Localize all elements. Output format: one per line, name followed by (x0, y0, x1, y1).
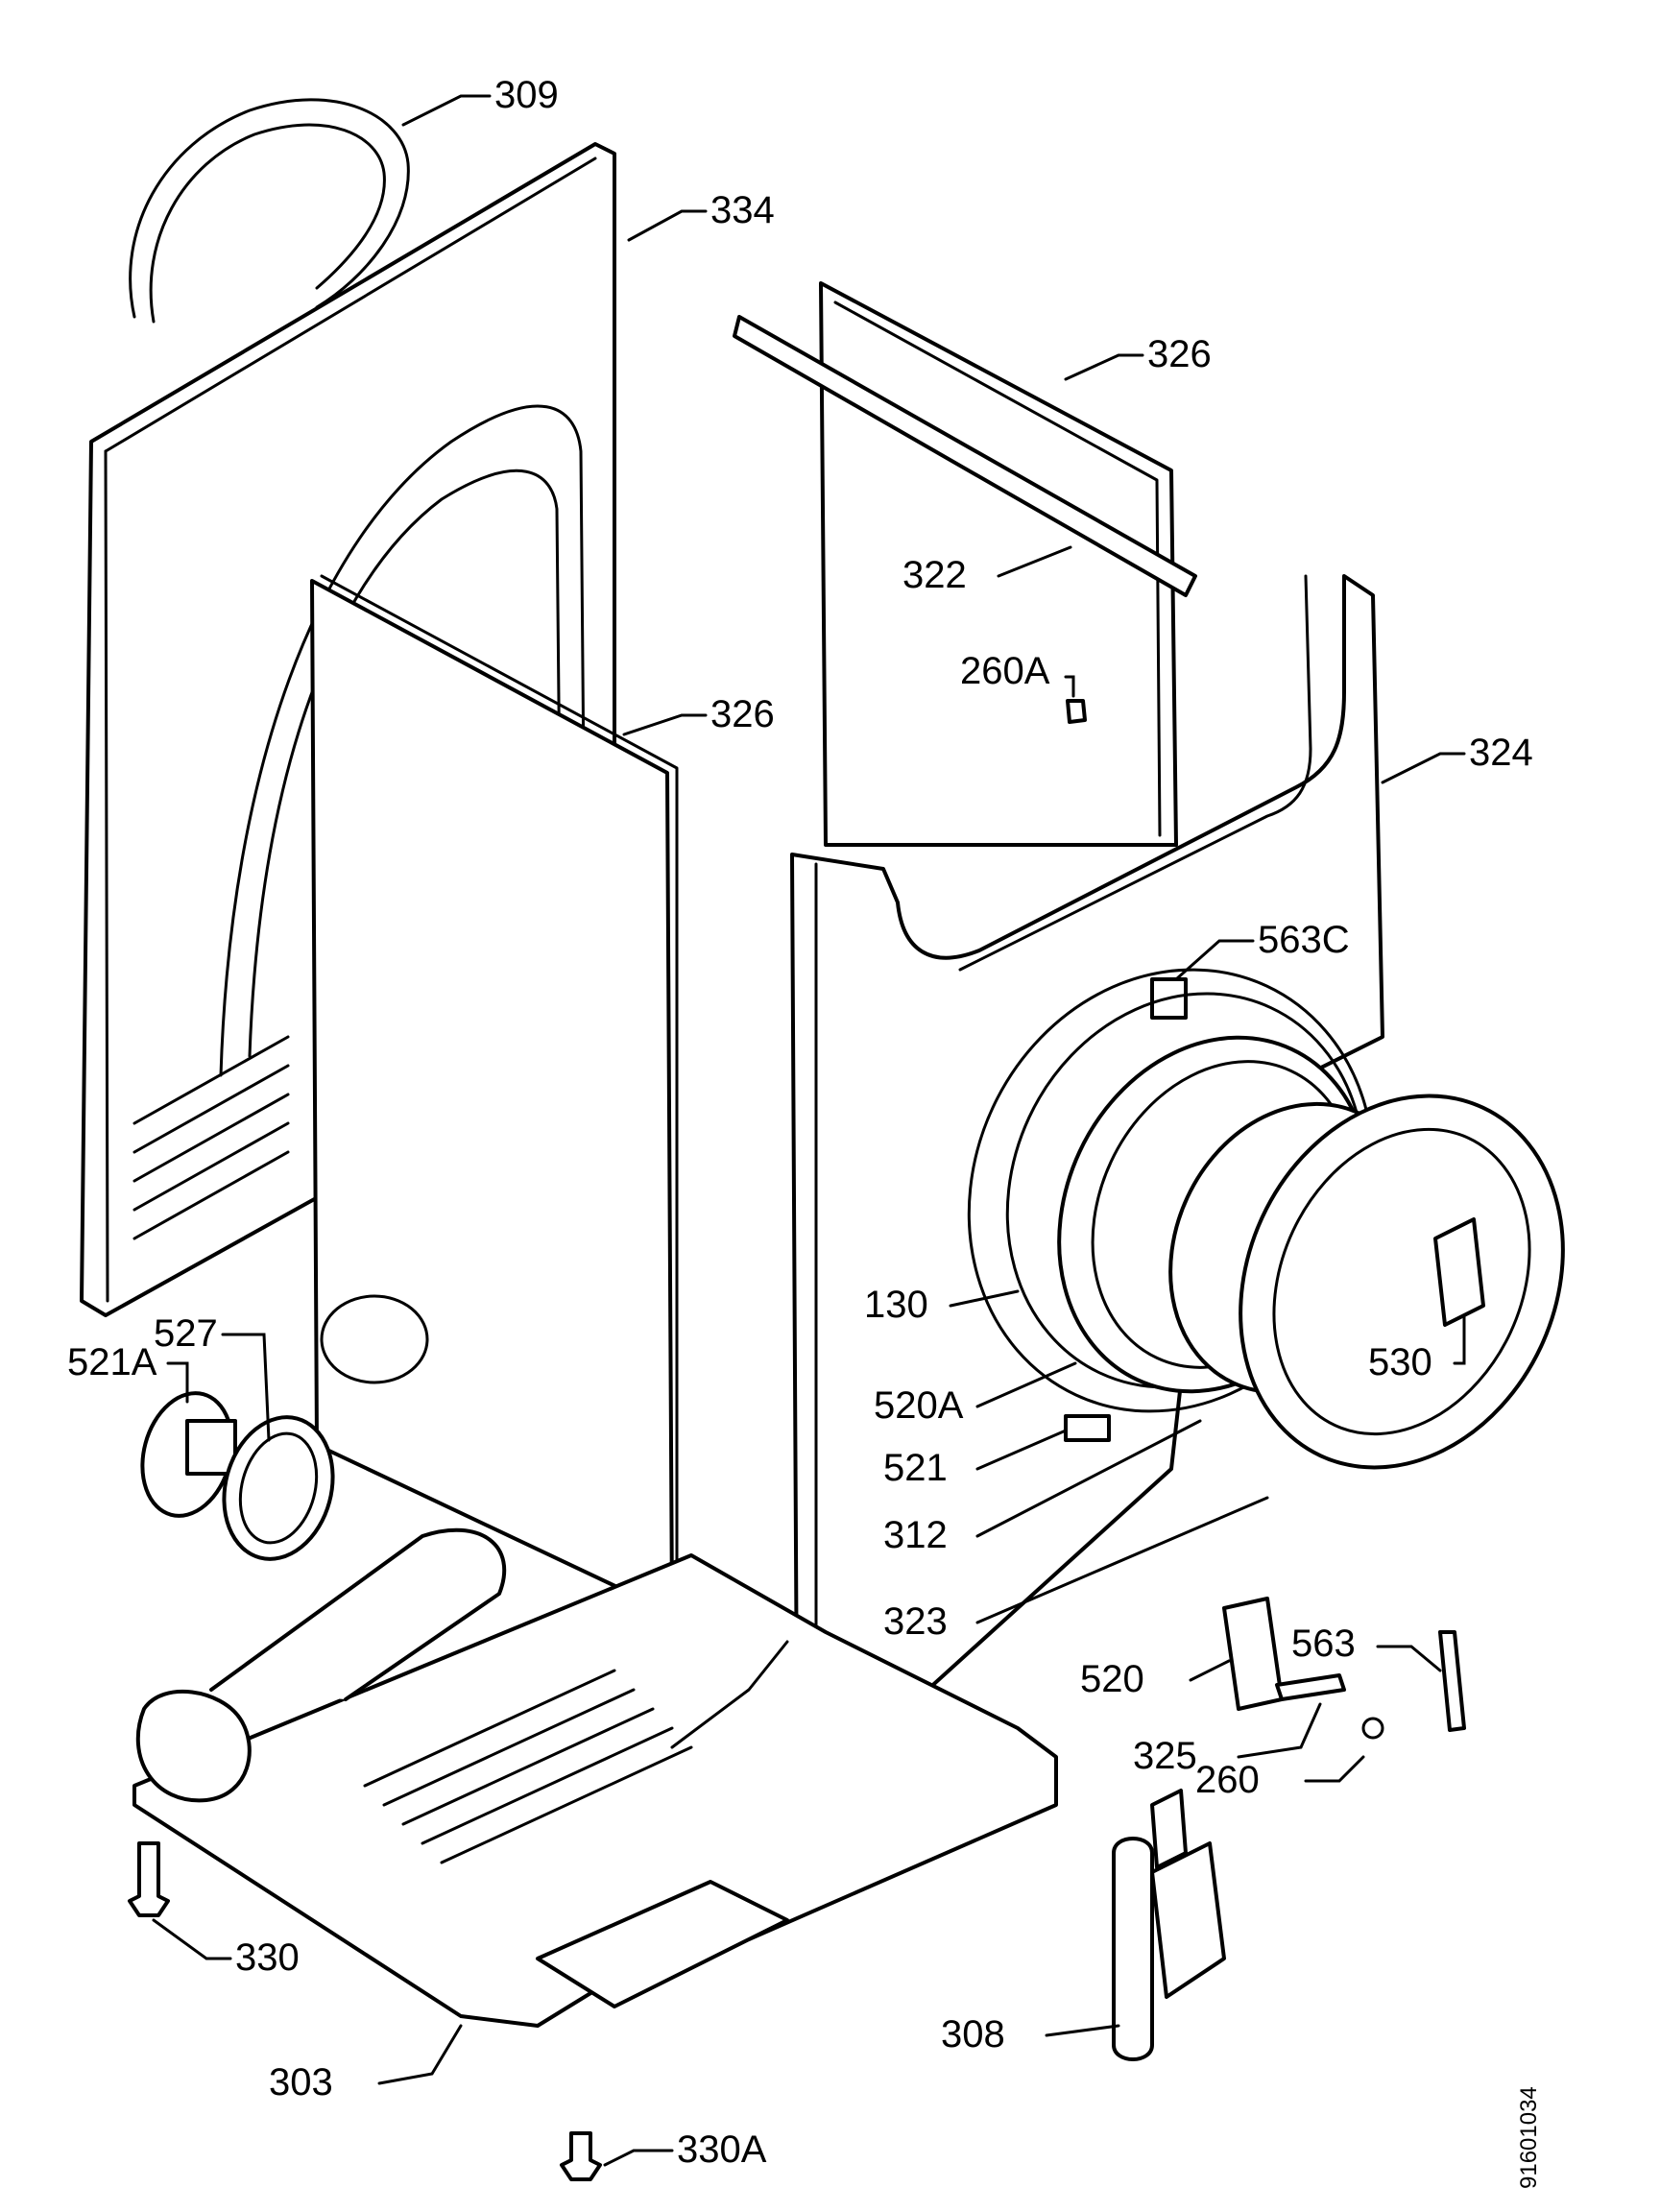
part-326-frame-right (819, 281, 1178, 847)
leader-lines (152, 94, 1466, 2167)
part-308-hinge (1112, 1789, 1226, 2061)
callout-labels: 309 334 326 322 260A 326 324 563C 130 52… (67, 74, 1533, 2171)
label-326-top: 326 (1147, 333, 1212, 375)
part-309-belt (129, 98, 410, 324)
part-521-catch (1064, 1414, 1111, 1442)
part-520-hinge-plate (1222, 1597, 1284, 1711)
label-130: 130 (864, 1284, 928, 1326)
label-326-mid: 326 (710, 693, 775, 735)
label-330: 330 (235, 1936, 300, 1979)
part-530-handle (1433, 1217, 1485, 1327)
part-521A-housing (140, 1391, 237, 1518)
part-322-rail (733, 315, 1197, 597)
label-520A: 520A (874, 1384, 964, 1427)
label-323: 323 (883, 1600, 948, 1643)
label-521A: 521A (67, 1341, 157, 1383)
label-563: 563 (1291, 1623, 1356, 1665)
label-309: 309 (494, 74, 559, 116)
label-312: 312 (883, 1514, 948, 1556)
label-322: 322 (902, 554, 967, 596)
label-324: 324 (1469, 732, 1533, 774)
label-520: 520 (1080, 1658, 1144, 1700)
label-330A: 330A (677, 2128, 767, 2171)
label-521: 521 (883, 1447, 948, 1489)
label-260: 260 (1195, 1759, 1260, 1801)
document-number: 91601034 (1516, 2086, 1542, 2189)
part-330A-foot (560, 2131, 602, 2181)
label-530: 530 (1368, 1341, 1432, 1383)
label-303: 303 (269, 2061, 333, 2104)
label-260A: 260A (960, 650, 1050, 692)
part-303-base (132, 1527, 1058, 2028)
part-260A-clip (1066, 699, 1087, 724)
part-330-foot (128, 1841, 170, 1917)
label-334: 334 (710, 189, 775, 231)
part-326-side-panel-left (310, 574, 679, 1615)
label-563C: 563C (1258, 919, 1350, 961)
part-563-pin (1438, 1630, 1466, 1732)
label-308: 308 (941, 2013, 1005, 2056)
label-527: 527 (154, 1312, 218, 1355)
part-563C-latch (1150, 977, 1188, 1020)
part-527-collar (222, 1415, 335, 1561)
part-325-lever (1275, 1673, 1346, 1701)
part-260-spring (1361, 1717, 1384, 1740)
part-323-door-ring (1239, 1094, 1565, 1470)
label-325: 325 (1133, 1735, 1197, 1777)
